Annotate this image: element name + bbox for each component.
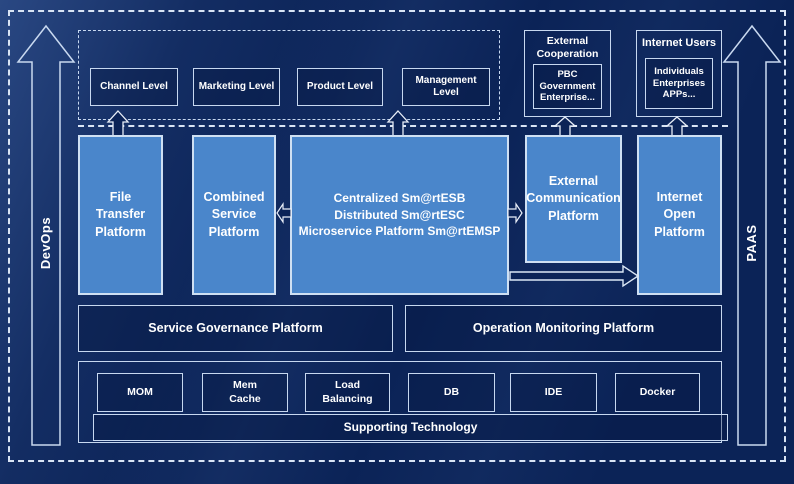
right-arrow-icon (507, 202, 523, 224)
service-governance-platform: Service Governance Platform (78, 305, 393, 352)
up-arrow-icon (386, 110, 410, 137)
up-arrow-icon (553, 116, 577, 137)
devops-arrow-icon (16, 24, 76, 446)
outer-dashed-frame (8, 10, 786, 462)
external-communication-platform: External Communication Platform (525, 135, 622, 263)
internet-open-platform: Internet Open Platform (637, 135, 722, 295)
tech-box-mom: MOM (97, 373, 183, 412)
internet-users-group: Internet Users Individuals Enterprises A… (636, 30, 722, 117)
paas-label: PAAS (744, 224, 759, 262)
up-arrow-icon (665, 116, 689, 137)
left-arrow-icon (276, 202, 292, 224)
tech-box-db: DB (408, 373, 495, 412)
product-level-box: Product Level (297, 68, 383, 106)
devops-label: DevOps (38, 216, 53, 270)
management-level-box: Management Level (402, 68, 490, 106)
individuals-enterprises-box: Individuals Enterprises APPs... (645, 58, 713, 109)
combined-service-platform: Combined Service Platform (192, 135, 276, 295)
tech-box-docker: Docker (615, 373, 700, 412)
central-esb-platform: Centralized Sm@rtESB Distributed Sm@rtES… (290, 135, 509, 295)
up-arrow-icon (106, 110, 130, 137)
channel-level-box: Channel Level (90, 68, 178, 106)
tech-box-ide: IDE (510, 373, 597, 412)
file-transfer-platform: File Transfer Platform (78, 135, 163, 295)
marketing-level-box: Marketing Level (193, 68, 280, 106)
flow-arrow-icon (509, 264, 640, 288)
paas-arrow-icon (722, 24, 782, 446)
operation-monitoring-platform: Operation Monitoring Platform (405, 305, 722, 352)
tech-box-load-balancing: Load Balancing (305, 373, 390, 412)
pbc-government-box: PBC Government Enterprise... (533, 64, 602, 109)
supporting-technology-container (78, 361, 722, 443)
external-cooperation-title: External Cooperation (536, 35, 599, 61)
levels-dashed-container (78, 30, 500, 120)
internet-users-title: Internet Users (642, 37, 716, 49)
supporting-technology-bar: Supporting Technology (93, 414, 728, 441)
tech-box-memcache: Mem Cache (202, 373, 288, 412)
external-cooperation-group: External Cooperation PBC Government Ente… (524, 30, 611, 117)
